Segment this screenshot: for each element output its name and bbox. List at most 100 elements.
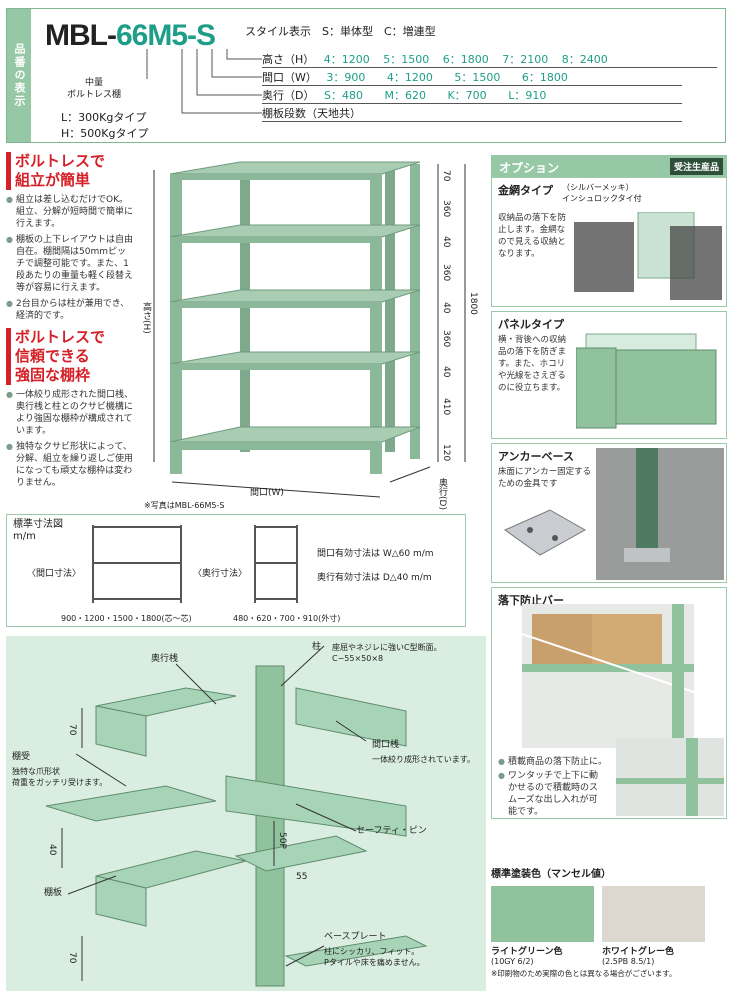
anchor-text: 床面にアンカー固定するための金具です: [498, 467, 592, 489]
panel-title: パネルタイプ: [498, 318, 564, 331]
maguchi-desc: 一体絞り成形されています。: [372, 755, 475, 764]
width-lbl: 間口(W): [250, 488, 284, 498]
height-spec: 高さ（H） 4：1200 5：1500 6：1800 7：2100 8：2400: [262, 51, 717, 68]
dim-360: 360: [441, 330, 451, 348]
tanaita-lbl: 棚板: [44, 888, 63, 898]
dim-40: 40: [441, 366, 451, 378]
dim-40: 40: [441, 236, 451, 248]
standard-dim-panel: 標準寸法図 m/m 〈間口寸法〉 〈奥行寸法〉 間口有効寸法は W△60 m/m…: [6, 514, 466, 627]
panel-text: 横・背後への収納品の落下を防ぎます。また、ホコリや光線をさえぎるのに役立ちます。: [498, 335, 567, 393]
column-lbl: 柱: [312, 642, 322, 652]
tanauke-lbl: 棚受: [12, 752, 31, 762]
options-header: オプション 受注生産品: [491, 155, 727, 177]
colors-title: 標準塗装色（マンセル値）: [491, 869, 611, 880]
fall-bar-photo: [522, 604, 694, 748]
feature-bullet: 2台目からは柱が兼用でき、経済的です。: [6, 298, 134, 322]
model-side-label: 品番の表示: [7, 9, 31, 142]
width-spec: 間口（W） 3：900 4：1200 5：1500 6：1800: [262, 69, 682, 86]
parts-illustration: [45, 645, 428, 987]
dim-70: 70: [441, 170, 451, 182]
dim-70-top: 70: [67, 724, 77, 736]
wire-title: 金網タイプ: [498, 184, 553, 197]
shelf-spec: 棚板段数（天地共）: [262, 105, 682, 122]
color-swatch: [491, 886, 594, 942]
dim-360: 360: [441, 200, 451, 218]
feature-bullet: 独特なクサビ形状によって、分解、組立を繰り返しご使用になっても頑丈な棚枠は変わり…: [6, 441, 134, 489]
color-name: ホワイトグレー色: [602, 947, 675, 957]
width-label: 間口（W）: [262, 71, 317, 84]
column-desc: 座屈やネジレに強いC型断面。 C−55×50×8: [332, 643, 442, 663]
option-title: 金網タイプ: [498, 182, 720, 198]
option-anchor-base: アンカーベース 床面にアンカー固定するための金具です: [491, 443, 727, 583]
eff-width: 間口有効寸法は W△60 m/m: [317, 549, 434, 559]
anchor-photo: [596, 448, 724, 580]
feature-bullet: 一体絞り成形された間口桟、奥行桟と柱とのクサビ機構により強固な棚枠が構成されてい…: [6, 389, 134, 437]
color-swatch: [602, 886, 705, 942]
load-l: L：300Kgタイプ: [61, 111, 147, 124]
dim-40-shelf: 40: [47, 844, 57, 856]
type-name: 中量 ボルトレス棚: [67, 78, 122, 100]
shelf-illustration: [153, 161, 466, 498]
dim-55: 55: [296, 872, 308, 882]
safety-pin-lbl: セーフティ・ピン: [356, 826, 427, 836]
depth-opt: L：910: [508, 89, 547, 102]
depth-diagram: [254, 525, 298, 603]
load-h: H：500Kgタイプ: [61, 127, 149, 140]
model-code: 66M5-S: [115, 19, 216, 52]
dim-40: 40: [441, 302, 451, 314]
height-opt: 7：2100: [502, 53, 549, 66]
height-label: 高さ（H）: [262, 53, 315, 66]
width-opt: 3：900: [326, 71, 366, 84]
dim-410: 410: [441, 398, 451, 416]
width-opt: 6：1800: [521, 71, 568, 84]
anchor-title: アンカーベース: [498, 450, 575, 463]
wire-subtitle: （シルバーメッキ） インシュロックタイ付: [562, 183, 642, 203]
width-opt: 4：1200: [386, 71, 433, 84]
photo-note: ※写真はMBL-66M5-S: [144, 501, 225, 510]
dim-title: 標準寸法図 m/m: [13, 519, 63, 542]
option-wire-mesh: 金網タイプ （シルバーメッキ） インシュロックタイ付 収納品の落下を防止します。…: [491, 177, 727, 307]
height-opt: 4：1200: [323, 53, 370, 66]
dim-360: 360: [441, 264, 451, 282]
base-plate-lbl: ベースプレート: [324, 932, 387, 942]
height-opt: 8：2400: [561, 53, 608, 66]
height-opt: 5：1500: [383, 53, 430, 66]
model-number: MBL-66M5-S: [45, 19, 216, 53]
made-to-order-badge: 受注生産品: [669, 158, 723, 175]
fall-bar-bullet: ワンタッチで上下に動かせるので積載時のスムーズな出し入れが可能です。: [498, 770, 598, 818]
shelf-photo: 高さ(H) 70 360 40 360 40 360 40 410 120 18…: [140, 152, 485, 512]
dim-50p: 50P: [277, 832, 287, 849]
feature-bullet: 棚板の上下レイアウトは自由自在。棚間隔は50mmピッチで調整可能です。また、1段…: [6, 234, 134, 294]
features-column: ボルトレスで 組立が簡単 組立は差し込むだけでOK。組立、分解が短時間で簡単に行…: [6, 152, 134, 489]
standard-colors: 標準塗装色（マンセル値） ライトグリーン色 (10GY 6/2) ホワイトグレー…: [491, 865, 727, 979]
maguchi-lbl: 間口桟: [372, 740, 400, 750]
eff-depth: 奥行有効寸法は D△40 m/m: [317, 573, 432, 583]
color-light-green: ライトグリーン色 (10GY 6/2): [491, 886, 594, 966]
style-line: スタイル表示 S：単体型 C：増連型: [245, 25, 436, 38]
color-note: ※印刷物のため実際の色とは異なる場合がございます。: [491, 969, 677, 978]
width-opt: 5：1500: [454, 71, 501, 84]
width-diagram: [92, 525, 182, 603]
okuyuki-lbl: 奥行桟: [151, 654, 179, 664]
depth-dim-lbl: 〈奥行寸法〉: [193, 569, 248, 579]
depth-opt: K：700: [447, 89, 487, 102]
dim-70-bottom: 70: [67, 952, 77, 964]
model-prefix: MBL-: [45, 19, 117, 52]
width-dim-lbl: 〈間口寸法〉: [27, 569, 82, 579]
base-plate-desc: 柱にシッカリ、フィット。 Pタイルや床を痛めません。: [324, 947, 425, 967]
tanauke-desc: 独特な爪形状 荷重をガッチリ受けます。: [12, 767, 108, 787]
depth-values: 480・620・700・910(外寸): [233, 614, 341, 623]
height-lbl: 高さ(H): [141, 302, 151, 334]
color-name: ライトグリーン色: [491, 947, 563, 957]
options-title: オプション: [499, 161, 560, 175]
dim-120: 120: [441, 444, 451, 462]
model-number-panel: 品番の表示 MBL-66M5-S スタイル表示 S：単体型 C：増連型 高さ（H…: [6, 8, 726, 143]
fall-bar-title: 落下防止バー: [498, 594, 564, 607]
option-panel: パネルタイプ 横・背後への収納品の落下を防ぎます。また、ホコリや光線をさえぎるの…: [491, 311, 727, 439]
feature-title-strong: ボルトレスで 信頼できる 強固な棚枠: [6, 328, 134, 385]
feature-title-easy: ボルトレスで 組立が簡単: [6, 152, 134, 190]
options-column: オプション 受注生産品 金網タイプ （シルバーメッキ） インシュロックタイ付 収…: [491, 155, 727, 819]
wire-mesh-image: [574, 212, 722, 300]
depth-lbl: 奥行(D): [437, 478, 447, 510]
color-white-gray: ホワイトグレー色 (2.5PB 8.5/1): [602, 886, 705, 966]
